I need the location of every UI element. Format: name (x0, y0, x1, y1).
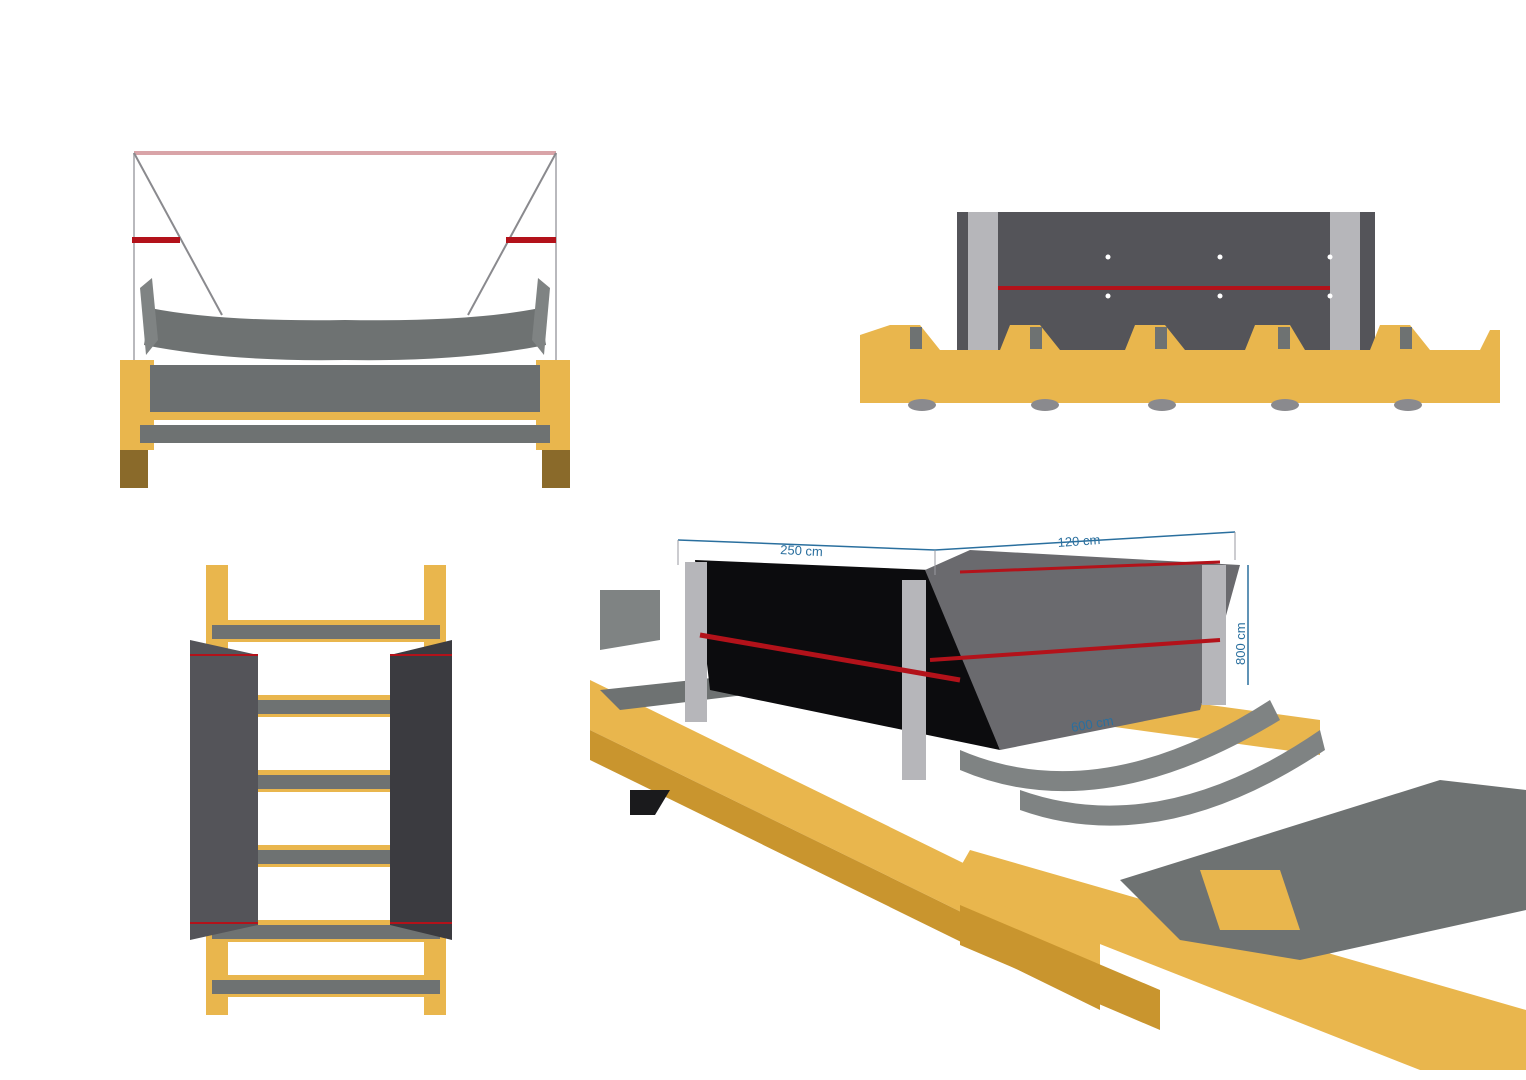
idler-sets (206, 620, 446, 997)
side-idler-row (860, 325, 1500, 363)
isometric-drawing: 250 cm 120 cm 800 cm 600 cm (590, 531, 1526, 1070)
iso-lower-frame-shadow (960, 905, 1160, 1030)
dim-line-depth (934, 531, 1236, 551)
iso-middle-post (902, 580, 926, 780)
right-foot (542, 450, 570, 488)
right-skirt-plate-top (390, 640, 452, 940)
dim-label-height: 800 cm (1233, 622, 1248, 665)
iso-left-stringer (590, 680, 1100, 980)
left-skirt-plate-top (190, 640, 258, 940)
left-cable (133, 152, 223, 316)
front-view (100, 140, 590, 500)
iso-front-post (685, 562, 707, 722)
troughed-belt (144, 308, 546, 361)
left-support-post (968, 212, 998, 362)
right-cable (467, 152, 557, 316)
frame-lower-beam (144, 412, 546, 420)
side-view-drawing (860, 212, 1500, 411)
side-view (850, 200, 1526, 430)
return-belt (140, 425, 550, 443)
iso-bracket (1200, 870, 1300, 930)
isometric-view: 250 cm 120 cm 800 cm 600 cm (580, 510, 1526, 1080)
roller-ends (910, 327, 1412, 349)
dim-label-width: 250 cm (780, 542, 823, 559)
return-roller-panel (150, 365, 540, 413)
bolt-holes (1105, 254, 1333, 299)
right-wing-roller (532, 278, 550, 355)
iso-red-rod-top (959, 560, 1221, 574)
iso-rear-post (1202, 565, 1226, 705)
front-view-drawing (120, 151, 570, 488)
side-frame-beam (860, 363, 1500, 403)
right-support-post (1330, 212, 1360, 362)
dim-line-width (677, 539, 936, 551)
iso-red-rod-front (699, 632, 961, 683)
iso-lower-frame (950, 850, 1526, 1070)
iso-idler-rollers (600, 590, 1325, 826)
iso-foot (630, 790, 670, 815)
dim-label-inner: 600 cm (1070, 713, 1115, 735)
left-foot (120, 450, 148, 488)
iso-red-rod-rear (929, 638, 1221, 662)
top-view (170, 555, 490, 1025)
left-wing-roller (140, 278, 158, 355)
return-rollers (908, 399, 1422, 411)
dim-label-depth: 120 cm (1057, 532, 1101, 550)
top-view-drawing (190, 565, 452, 1015)
